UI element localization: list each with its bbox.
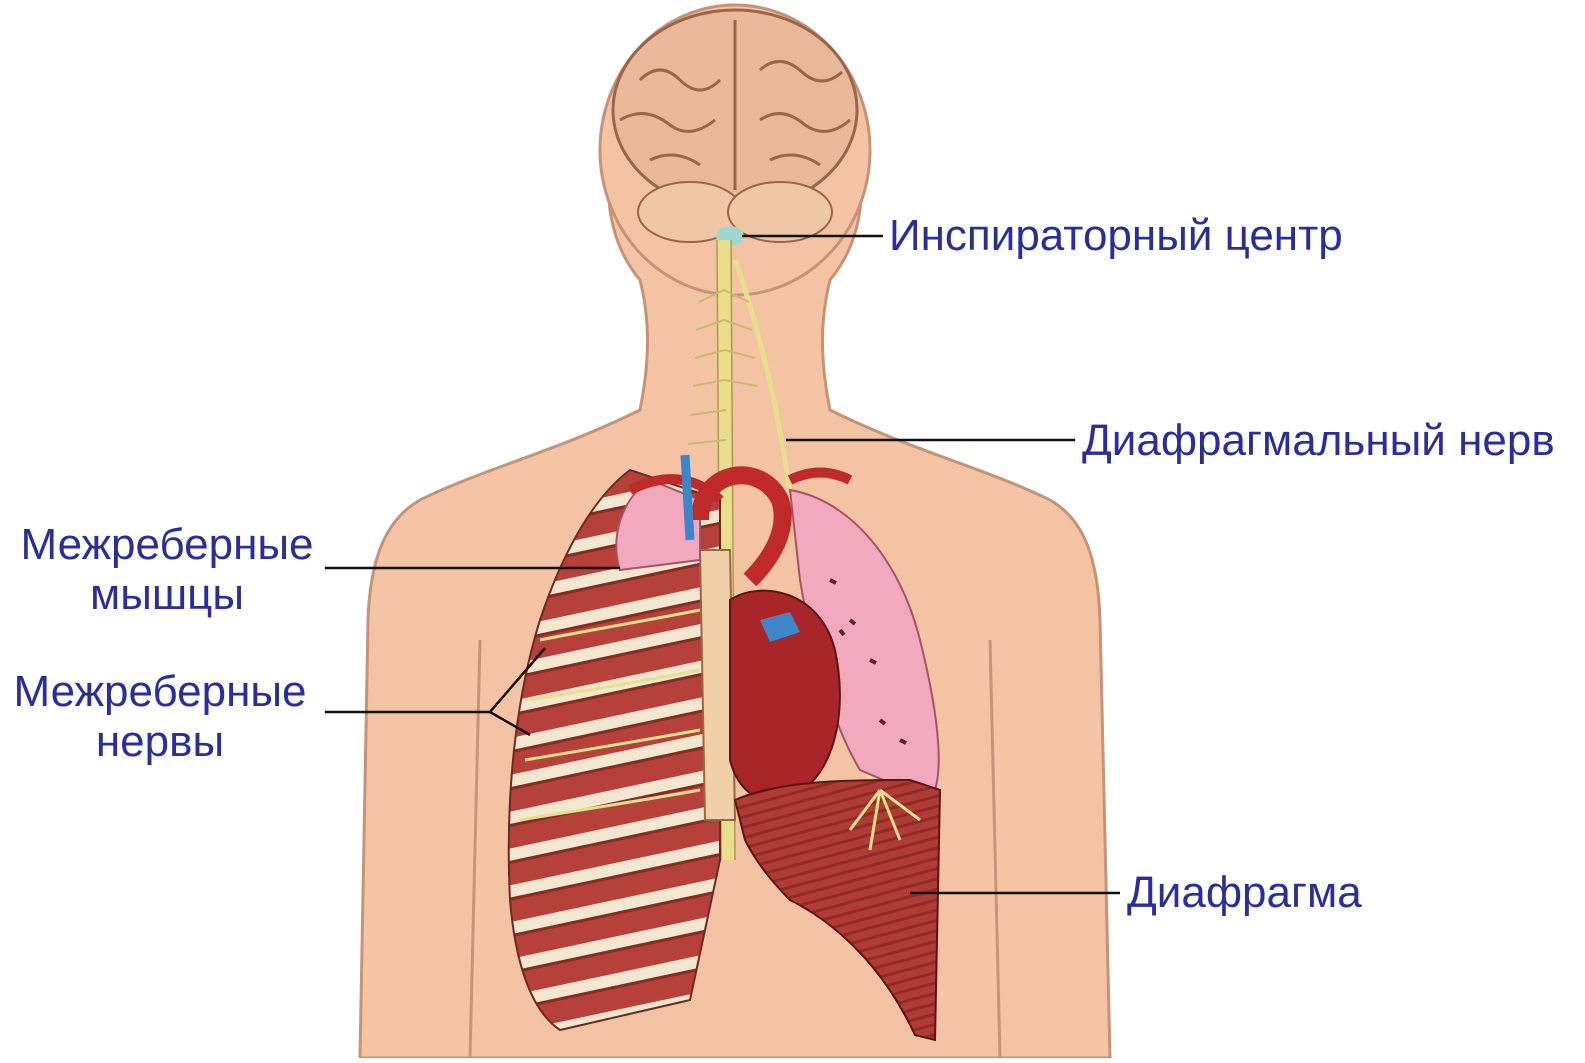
label-intercostal-nerves-line1: Межреберные — [5, 667, 315, 717]
label-intercostal-muscles-line1: Межреберные — [12, 520, 322, 570]
label-inspiratory-center: Инспираторный центр — [889, 211, 1343, 261]
vena-cava — [685, 455, 690, 540]
cerebellum-right — [728, 182, 832, 242]
label-intercostal-nerves-line2: нервы — [5, 717, 315, 767]
label-diaphragm: Диафрагма — [1127, 868, 1362, 918]
label-phrenic-nerve: Диафрагмальный нерв — [1082, 416, 1555, 466]
label-intercostal-muscles-line2: мышцы — [12, 570, 322, 620]
